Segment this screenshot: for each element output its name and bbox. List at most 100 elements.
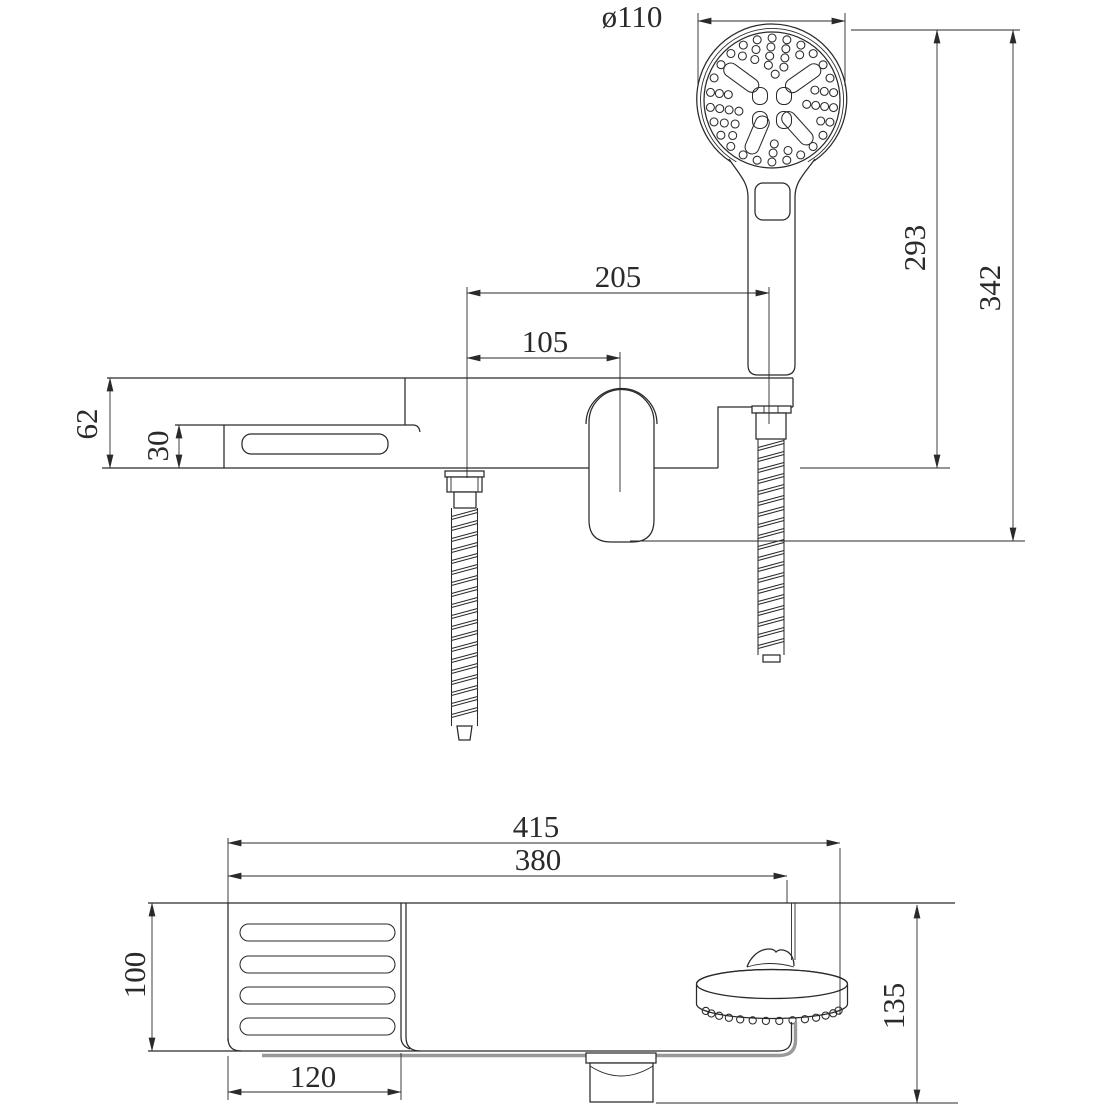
dim-shelf-length-label: 120 [290, 1059, 337, 1094]
nozzle-hole [752, 155, 762, 165]
shelf-slot [239, 1017, 396, 1036]
nozzle-bump [829, 1009, 838, 1018]
nozzle-hole [802, 99, 812, 109]
nozzle-hole [705, 87, 716, 97]
top-view [148, 902, 955, 1103]
nozzle-hole [768, 148, 778, 158]
shelf-slots [239, 923, 396, 1036]
head-top-face [695, 968, 849, 1000]
nozzle-bump [761, 1016, 771, 1026]
spray-slot [784, 63, 822, 94]
dimensions: ø110 205 105 62 30 293 342 415 380 120 1… [69, 0, 1025, 1104]
nozzle-bump [811, 1013, 821, 1022]
nozzle-hole [781, 44, 791, 54]
front-edge-shadow [262, 1022, 798, 1058]
lever-base-strip [585, 1052, 657, 1064]
nozzle-bump [821, 1011, 830, 1020]
nozzle-hole [719, 118, 729, 128]
shelf [227, 903, 421, 1052]
shelf-slot [239, 923, 396, 942]
lever-knob [589, 1062, 654, 1103]
nozzle-bump [701, 1006, 710, 1016]
nozzle-hole [709, 117, 719, 127]
lever-knob-arc [589, 1065, 654, 1077]
nozzle-bump [724, 1013, 734, 1022]
nozzle-bump [748, 1016, 757, 1025]
nozzle-hole [751, 44, 761, 55]
nozzle-hole [780, 53, 790, 63]
lever-top-view [585, 1052, 657, 1103]
shelf-corner [227, 1037, 242, 1052]
plan-front-edge [148, 1022, 793, 1052]
nozzle-hole [730, 119, 740, 129]
nozzle-hole [796, 40, 806, 50]
dim-handle-offset-label: 105 [522, 324, 569, 359]
nozzle-hole [779, 62, 789, 72]
nozzle-hole [737, 51, 747, 61]
nozzle-hole [825, 73, 835, 83]
nozzle-hole [767, 157, 777, 167]
nozzle-hole [723, 90, 733, 100]
dim-body-depth-label: 100 [117, 952, 152, 999]
hose-tip [456, 725, 473, 741]
holder-post [746, 903, 796, 968]
nozzle-hole [709, 73, 719, 83]
nozzle-hole [715, 104, 725, 114]
shelf-right-inner [400, 903, 411, 1050]
dim-body-length-label: 380 [515, 842, 562, 877]
nozzle-hole [818, 130, 828, 140]
mode-button [754, 182, 791, 221]
nozzle-hole [716, 60, 726, 70]
nozzle-hole [769, 139, 779, 149]
nozzle-hole [716, 130, 726, 140]
nozzle-hole [820, 101, 830, 112]
nozzle-hole [738, 150, 748, 160]
hose-nut-right [751, 405, 792, 663]
hose-nut-left [444, 470, 485, 741]
nut-flange [751, 405, 792, 414]
head-bevel-arc [700, 28, 844, 163]
nozzle-hole [796, 150, 806, 160]
handle-fill [729, 159, 815, 375]
nozzle-hole [726, 48, 736, 59]
waterfall-spout-slot [241, 433, 389, 455]
holder-clip-edge [746, 963, 795, 968]
front-view [102, 23, 848, 741]
head-face [703, 31, 841, 169]
nozzle-hole [819, 86, 829, 96]
nozzle-hole [752, 35, 762, 45]
nozzle-hole [728, 130, 738, 141]
nozzle-bump [800, 1015, 810, 1024]
handle-outline [728, 158, 816, 376]
nozzle-hole [818, 60, 828, 70]
nozzle-hole [829, 88, 839, 98]
dim-body-height-label: 62 [69, 409, 104, 440]
nozzle-hole [810, 85, 820, 95]
nozzle-bump [715, 1011, 724, 1020]
lever-handle [585, 387, 658, 543]
nozzle-hole [782, 35, 792, 45]
dim-hose-offset-label: 205 [595, 259, 642, 294]
spray-slot [723, 62, 760, 93]
nozzle-hole [767, 33, 777, 43]
nozzle-hole [766, 42, 776, 52]
nozzle-bump [775, 1016, 784, 1026]
nozzle-hole [705, 102, 715, 112]
dim-spout-height-label: 30 [140, 431, 175, 462]
handshower-handle [728, 158, 816, 376]
nozzle-hole [750, 54, 760, 65]
shelf-slot [239, 986, 396, 1005]
nozzle-hole [783, 145, 793, 156]
holder-clip [746, 948, 795, 968]
center-nozzles [751, 86, 793, 130]
lever-cap-arc [585, 387, 658, 425]
center-nozzle [775, 86, 793, 106]
nut-neck [453, 491, 477, 509]
shelf-right-outer [405, 903, 421, 1052]
nozzle-ring-edge [701, 1006, 843, 1026]
lever-body [588, 388, 655, 543]
nozzle-hole [763, 60, 773, 70]
center-nozzle [751, 110, 769, 130]
